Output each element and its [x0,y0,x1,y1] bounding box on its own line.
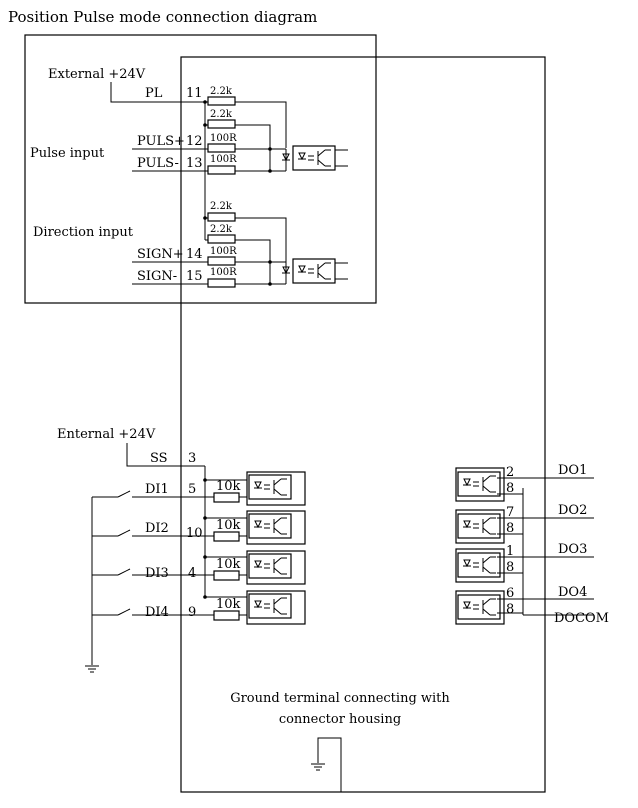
signal-di4: DI4 [145,605,169,620]
signal-pl: PL [145,86,163,101]
resistor-label: 10k [216,557,241,572]
pin-9: 9 [188,605,196,620]
pin-8: 8 [506,481,514,496]
pin-5: 5 [188,482,196,497]
resistor-label: 2.2k [210,109,233,120]
do-row: 1 8 DO3 [455,542,594,583]
signal-do4: DO4 [558,585,587,600]
digital-input-circuit: Enternal +24V SS 3 DI1 5 10k DI2 10 [57,427,306,673]
digital-output-circuit: DOCOM 2 8 DO1 7 8 DO2 1 8 DO3 [455,463,609,626]
optocoupler-icon [457,471,501,497]
signal-ss: SS [150,451,168,466]
pin-3: 3 [188,451,196,466]
resistor-label: 2.2k [210,224,233,235]
resistor-label: 100R [210,267,237,278]
resistor-2k2-d [207,234,236,244]
optocoupler-icon [457,594,501,620]
resistor-label: 2.2k [210,201,233,212]
driver-box [180,56,546,793]
signal-do3: DO3 [558,542,587,557]
optocoupler-icon [248,553,292,579]
pin-15: 15 [186,269,203,284]
di-row: DI1 5 10k [92,471,306,506]
optocoupler-icon [292,145,336,171]
pin-8: 8 [506,560,514,575]
resistor-100r-c [207,256,236,266]
pin-7: 7 [506,505,514,520]
pin-10: 10 [186,526,203,541]
signal-puls-minus: PULS- [137,156,179,171]
pin-11: 11 [186,86,203,101]
resistor-label: 10k [216,597,241,612]
ground-icon [84,665,100,673]
signal-di2: DI2 [145,521,169,536]
do-row: 6 8 DO4 [455,585,594,625]
do-row: 2 8 DO1 [455,463,594,502]
optocoupler-icon [457,552,501,578]
optocoupler-icon [248,593,292,619]
signal-di1: DI1 [145,482,169,497]
optocoupler-icon [248,513,292,539]
pin-4: 4 [188,566,196,581]
signal-do1: DO1 [558,463,587,478]
pin-8: 8 [506,602,514,617]
pulse-input-circuit: External +24V PL 11 PULS+ 12 PULS- 13 Pu… [30,67,348,288]
optocoupler-icon [292,258,336,284]
di-supply-label: Enternal +24V [57,427,156,442]
pin-8: 8 [506,521,514,536]
pin-6: 6 [506,586,514,601]
signal-docom: DOCOM [554,611,609,626]
top-supply-label: External +24V [48,67,146,82]
pin-12: 12 [186,134,203,149]
pulse-module-box [24,34,377,304]
resistor-label: 2.2k [210,86,233,97]
resistor-label: 100R [210,154,237,165]
pin-1: 1 [506,544,514,559]
signal-sign-minus: SIGN- [137,269,177,284]
resistor-label: 10k [216,518,241,533]
resistor-2k2-b [207,119,236,129]
resistor-100r-d [207,278,236,288]
signal-puls-plus: PULS+ [137,134,185,149]
di-row: DI2 10 10k [92,510,306,545]
di-row: DI3 4 10k [92,550,306,585]
pin-14: 14 [186,247,203,262]
signal-di3: DI3 [145,566,169,581]
ground-note-line2: connector housing [279,712,401,727]
do-row: 7 8 DO2 [455,503,594,544]
pin-13: 13 [186,156,203,171]
resistor-100r-a [207,143,236,153]
diagram-title: Position Pulse mode connection diagram [8,8,317,26]
pulse-input-label: Pulse input [30,146,105,161]
resistor-label: 100R [210,133,237,144]
ground-icon [310,763,326,771]
resistor-2k2-a [207,96,236,106]
signal-sign-plus: SIGN+ [137,247,184,262]
optocoupler-icon [248,474,292,500]
optocoupler-icon [457,513,501,539]
resistor-label: 10k [216,479,241,494]
signal-do2: DO2 [558,503,587,518]
resistor-2k2-c [207,212,236,222]
ground-note-line1: Ground terminal connecting with [230,691,450,706]
resistor-label: 100R [210,246,237,257]
pin-2: 2 [506,465,514,480]
di-row: DI4 9 10k [92,590,306,625]
direction-input-label: Direction input [33,225,134,240]
resistor-100r-b [207,165,236,175]
